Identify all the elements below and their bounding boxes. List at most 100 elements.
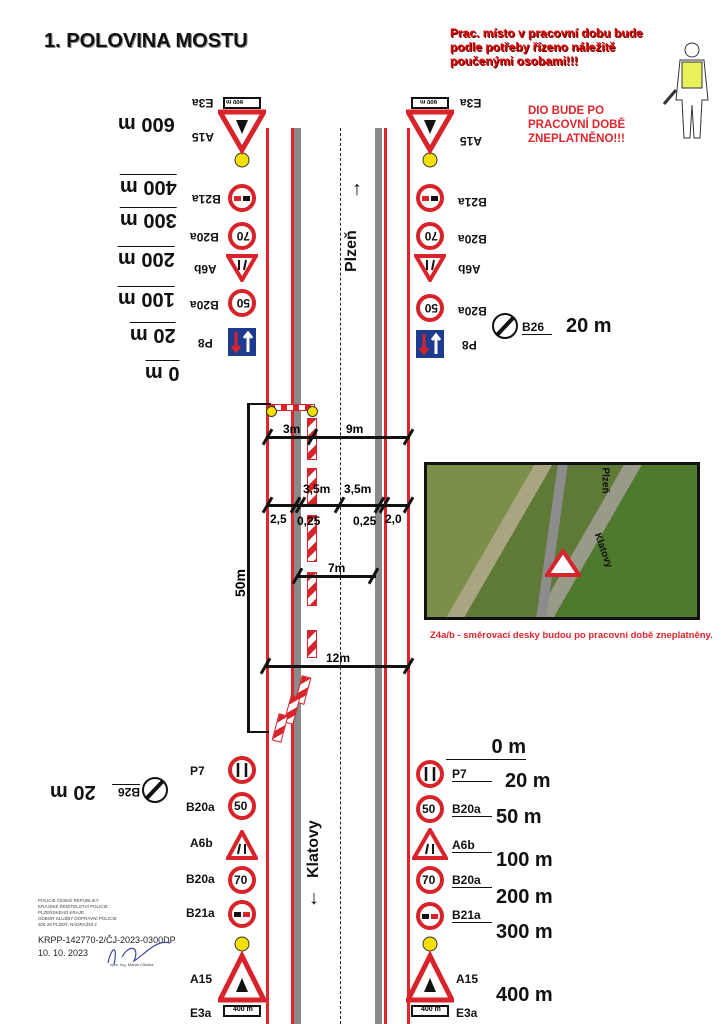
dim-2-0: 2,0	[385, 512, 402, 526]
distance-20m: 20 m	[130, 322, 176, 346]
reference-number: KRPP-142770-2/ČJ-2023-0300DP	[38, 935, 176, 945]
label-p8: P8	[198, 336, 213, 350]
map-caption: Z4a/b - směrovací desky budou po pracovn…	[430, 630, 713, 641]
directional-board	[271, 713, 289, 743]
directional-board	[307, 630, 317, 658]
flagger-figure-icon	[662, 42, 709, 139]
sign-b26-icon	[142, 777, 168, 803]
sign-b21a-icon	[416, 184, 444, 212]
sign-b20a-50: 50	[416, 795, 444, 823]
sign-b20a-70: 70	[416, 222, 444, 250]
sign-a15-upper-left	[215, 96, 269, 168]
dim-7m: 7m	[328, 561, 346, 575]
label-b20a: B20a	[190, 230, 219, 244]
signature-icon	[107, 941, 171, 966]
label-b21a: B21a	[452, 908, 492, 923]
dimension-cap	[247, 731, 269, 733]
speed-value: 50	[236, 296, 250, 310]
label-a6b: A6b	[452, 838, 492, 853]
dim-50m: 50m	[232, 568, 249, 598]
dim-3-5m: 3,5m	[303, 482, 331, 496]
aerial-map[interactable]: Plzeň Klatovy	[424, 462, 700, 620]
distance-50m: 50 m	[496, 806, 542, 828]
speed-value: 70	[234, 873, 248, 887]
label-p7: P7	[190, 764, 205, 778]
directional-board	[307, 572, 317, 606]
label-b20a: B20a	[452, 873, 492, 888]
label-b21a: B21a	[186, 906, 215, 920]
sign-a15-lower-right: 400 m	[403, 934, 457, 1018]
distance-400m: 400 m	[120, 174, 177, 198]
distance-20m: 20 m	[505, 770, 551, 792]
speed-value: 70	[422, 873, 436, 887]
dimension-50m	[247, 403, 250, 733]
label-a15: A15	[460, 134, 483, 148]
label-b20a: B20a	[186, 800, 215, 814]
direction-klatovy: Klatovy	[305, 820, 322, 878]
label-e3a: E3a	[460, 96, 482, 110]
sign-b20a-50: 50	[228, 289, 256, 317]
dim-3m: 3m	[283, 422, 301, 436]
road-edge-left-red	[291, 128, 294, 1024]
label-a15: A15	[190, 972, 213, 986]
distance-300m: 300 m	[496, 921, 553, 943]
sign-p7-icon	[228, 756, 256, 784]
label-b20a: B20a	[190, 298, 219, 312]
directional-board	[307, 515, 317, 562]
road-edge-right	[375, 128, 382, 1024]
label-e3a: E3a	[190, 1006, 212, 1020]
speed-value: 50	[234, 799, 248, 813]
arrow-up-icon: ↑	[352, 178, 362, 200]
label-b26: B26	[522, 320, 552, 335]
road-edge-right-outer	[407, 128, 410, 1024]
map-label-klatovy: Klatovy	[591, 531, 615, 570]
arrow-down-icon: ↓	[309, 887, 319, 909]
sign-a15-lower-left: 400 m	[215, 934, 269, 1018]
sign-a6b-icon	[226, 830, 258, 860]
label-a15: A15	[192, 130, 215, 144]
distance-0m: 0 m	[446, 736, 526, 760]
page-title: 1. POLOVINA MOSTU	[44, 30, 248, 52]
stamp-line: KRAJSKÉ ŘEDITELSTVÍ POLICIE	[38, 904, 108, 909]
dim-2-5: 2,5	[270, 512, 287, 526]
plate-text: 600 m	[420, 98, 438, 104]
speed-value: 70	[424, 229, 438, 243]
distance-20m: 20 m	[566, 315, 612, 337]
speed-value: 50	[422, 802, 436, 816]
distance-400m: 400 m	[496, 984, 553, 1006]
distance-600m: 600 m	[118, 113, 175, 135]
speed-value: 70	[236, 229, 250, 243]
label-b21a: B21a	[192, 192, 221, 206]
sign-b20a-50: 50	[416, 294, 444, 322]
dim-line	[296, 575, 376, 578]
sign-b21a-icon	[416, 902, 444, 930]
plate-text: 400 m	[233, 1006, 253, 1013]
direction-plzen: Plzeň	[343, 230, 360, 272]
map-work-sign-icon	[545, 549, 581, 577]
distance-200m: 200 m	[496, 886, 553, 908]
notice-dio: DIO BUDE PO PRACOVNÍ DOBĚ ZNEPLATNĚNO!!!	[528, 105, 626, 145]
sign-a6b-icon	[414, 254, 446, 282]
dimension-cap	[247, 403, 271, 405]
sign-p8-icon	[226, 326, 258, 358]
label-e3a: E3a	[456, 1006, 478, 1020]
label-b21a: B21a	[458, 195, 487, 209]
dim-9m: 9m	[346, 422, 364, 436]
label-a15: A15	[456, 972, 479, 986]
label-b20a: B20a	[458, 232, 487, 246]
stamp-line: ODBOR SLUŽBY DOPRAVNÍ POLICIE	[38, 916, 117, 921]
distance-300m: 300 m	[120, 207, 177, 231]
dim-0-25: 0,25	[297, 514, 321, 528]
label-b20a: B20a	[186, 872, 215, 886]
speed-value: 50	[424, 301, 438, 315]
distance-0m: 0 m	[145, 360, 180, 384]
label-p7: P7	[452, 767, 492, 782]
dim-3-5m: 3,5m	[344, 482, 372, 496]
dim-0-25: 0,25	[353, 514, 377, 528]
sign-b21a-icon	[228, 184, 256, 212]
label-b20a: B20a	[452, 802, 492, 817]
directional-board	[307, 468, 317, 504]
road-edge-right-red	[384, 128, 387, 1024]
label-e3a: E3a	[192, 96, 214, 110]
map-label-plzen: Plzeň	[599, 467, 611, 494]
